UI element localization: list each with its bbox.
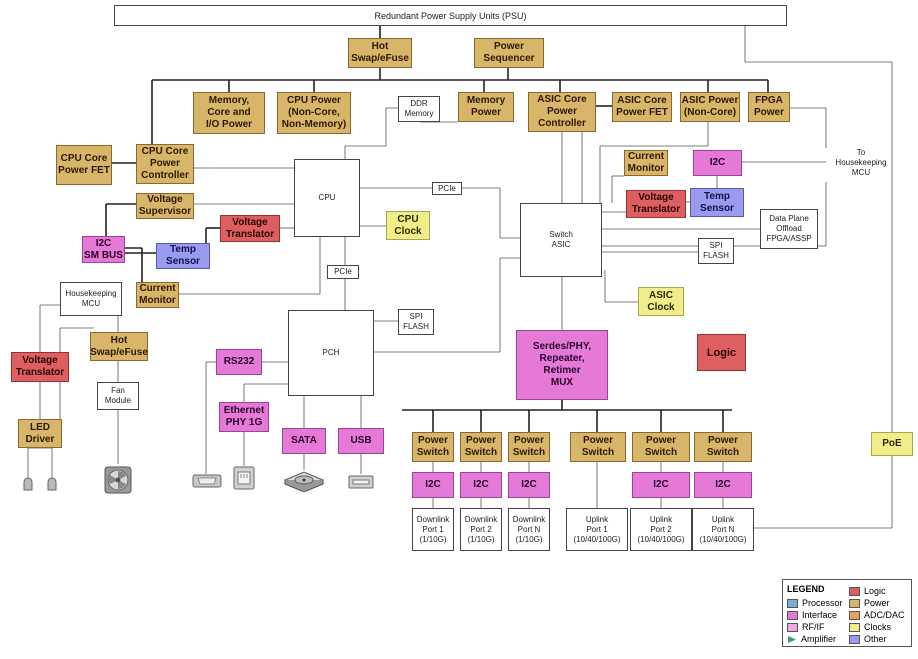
- cpu: CPU: [294, 159, 360, 237]
- legend-item-logic: Logic: [849, 586, 886, 597]
- legend-swatch: [849, 611, 860, 620]
- legend-label: Logic: [864, 586, 886, 596]
- psu-bar: Redundant Power Supply Units (PSU): [114, 5, 787, 26]
- fan-icon: [104, 466, 132, 494]
- fpga-power: FPGA Power: [748, 92, 790, 122]
- led-driver: LED Driver: [18, 419, 62, 448]
- uplink-port-2: Uplink Port 2 (10/40/100G): [630, 508, 692, 551]
- legend-swatch: [849, 587, 860, 596]
- usb: USB: [338, 428, 384, 454]
- voltage-translator-cpu: Voltage Translator: [220, 215, 280, 242]
- hard-drive-icon: [283, 471, 325, 492]
- i2c-uplink-2: I2C: [632, 472, 690, 498]
- power-switch-uplink-2: Power Switch: [632, 432, 690, 462]
- fan-module: Fan Module: [97, 382, 139, 410]
- legend: LEGEND Processor Logic Interface Power R…: [782, 579, 912, 647]
- pcie-cpu-pch: PCIe: [327, 265, 359, 279]
- housekeeping-mcu: Housekeeping MCU: [60, 282, 122, 316]
- i2c-asic-monitor: I2C: [693, 150, 742, 176]
- usb-port-icon: [348, 475, 374, 489]
- power-switch-uplink-n: Power Switch: [694, 432, 752, 462]
- asic-core-power-controller: ASIC Core Power Controller: [528, 92, 596, 132]
- serial-port-icon: [192, 474, 222, 488]
- legend-label: Power: [864, 598, 890, 608]
- legend-swatch: [849, 635, 860, 644]
- cpu-core-power-controller: CPU Core Power Controller: [136, 144, 194, 184]
- cpu-clock: CPU Clock: [386, 211, 430, 240]
- current-monitor-asic: Current Monitor: [624, 150, 668, 176]
- ddr-memory: DDR Memory: [398, 96, 440, 122]
- legend-item-power: Power: [849, 598, 890, 609]
- i2c-smbus: I2C SM BUS: [82, 236, 125, 263]
- amplifier-triangle-icon: [788, 636, 796, 643]
- legend-label: Processor: [802, 598, 843, 608]
- ethernet-phy-1g: Ethernet PHY 1G: [219, 402, 269, 432]
- i2c-downlink-2: I2C: [460, 472, 502, 498]
- legend-item-adc-dac: ADC/DAC: [849, 610, 905, 621]
- power-switch-uplink-1: Power Switch: [570, 432, 626, 462]
- rs232: RS232: [216, 349, 262, 375]
- i2c-downlink-n: I2C: [508, 472, 550, 498]
- switch-asic: Switch ASIC: [520, 203, 602, 277]
- i2c-uplink-n: I2C: [694, 472, 752, 498]
- power-sequencer: Power Sequencer: [474, 38, 544, 68]
- memory-core-io-power: Memory, Core and I/O Power: [193, 92, 265, 134]
- downlink-port-n: Downlink Port N (1/10G): [508, 508, 550, 551]
- uplink-port-1: Uplink Port 1 (10/40/100G): [566, 508, 628, 551]
- legend-swatch: [787, 611, 798, 620]
- legend-swatch: [787, 599, 798, 608]
- legend-label: Amplifier: [801, 634, 837, 644]
- power-switch-downlink-1: Power Switch: [412, 432, 454, 462]
- legend-title: LEGEND: [787, 584, 825, 594]
- legend-label: Clocks: [864, 622, 892, 632]
- to-housekeeping-mcu-label: To Housekeeping MCU: [835, 148, 887, 177]
- legend-item-amplifier: Amplifier: [787, 634, 836, 645]
- downlink-port-1: Downlink Port 1 (1/10G): [412, 508, 454, 551]
- legend-swatch: [787, 623, 798, 632]
- power-switch-downlink-2: Power Switch: [460, 432, 502, 462]
- legend-swatch: [849, 623, 860, 632]
- led-icon: [47, 477, 57, 491]
- voltage-translator-led: Voltage Translator: [11, 352, 69, 382]
- cpu-core-power-fet: CPU Core Power FET: [56, 145, 112, 185]
- hot-swap-efuse-top: Hot Swap/eFuse: [348, 38, 412, 68]
- asic-clock: ASIC Clock: [638, 287, 684, 316]
- led-icon: [23, 477, 33, 491]
- legend-item-rf-if: RF/IF: [787, 622, 825, 633]
- legend-label: RF/IF: [802, 622, 825, 632]
- voltage-translator-asic: Voltage Translator: [626, 190, 686, 218]
- pch: PCH: [288, 310, 374, 396]
- memory-power: Memory Power: [458, 92, 514, 122]
- asic-power-noncore: ASIC Power (Non-Core): [680, 92, 740, 122]
- ethernet-port-icon: [233, 466, 255, 490]
- downlink-port-2: Downlink Port 2 (1/10G): [460, 508, 502, 551]
- legend-item-interface: Interface: [787, 610, 837, 621]
- data-plane-offload-fpga: Data Plane Offload FPGA/ASSP: [760, 209, 818, 249]
- spi-flash-asic: SPI FLASH: [698, 238, 734, 264]
- legend-swatch: [849, 599, 860, 608]
- spi-flash-pch: SPI FLASH: [398, 309, 434, 335]
- legend-label: Other: [864, 634, 887, 644]
- current-monitor-cpu: Current Monitor: [136, 282, 179, 308]
- legend-label: Interface: [802, 610, 838, 620]
- poe: PoE: [871, 432, 913, 456]
- hot-swap-efuse-fan: Hot Swap/eFuse: [90, 332, 148, 361]
- power-switch-downlink-n: Power Switch: [508, 432, 550, 462]
- cpu-power-noncore: CPU Power (Non-Core, Non-Memory): [277, 92, 351, 134]
- legend-item-other: Other: [849, 634, 887, 645]
- logic-legend-block: Logic: [697, 334, 746, 371]
- sata: SATA: [282, 428, 326, 454]
- uplink-port-n: Uplink Port N (10/40/100G): [692, 508, 754, 551]
- i2c-downlink-1: I2C: [412, 472, 454, 498]
- legend-label: ADC/DAC: [864, 610, 905, 620]
- voltage-supervisor: Voltage Supervisor: [136, 193, 194, 219]
- temp-sensor-cpu: Temp Sensor: [156, 243, 210, 269]
- pcie-cpu-switch: PCIe: [432, 182, 462, 195]
- serdes-phy-retimer-mux: Serdes/PHY, Repeater, Retimer MUX: [516, 330, 608, 400]
- legend-item-clocks: Clocks: [849, 622, 891, 633]
- asic-core-power-fet: ASIC Core Power FET: [612, 92, 672, 122]
- temp-sensor-asic: Temp Sensor: [690, 188, 744, 217]
- legend-item-processor: Processor: [787, 598, 843, 609]
